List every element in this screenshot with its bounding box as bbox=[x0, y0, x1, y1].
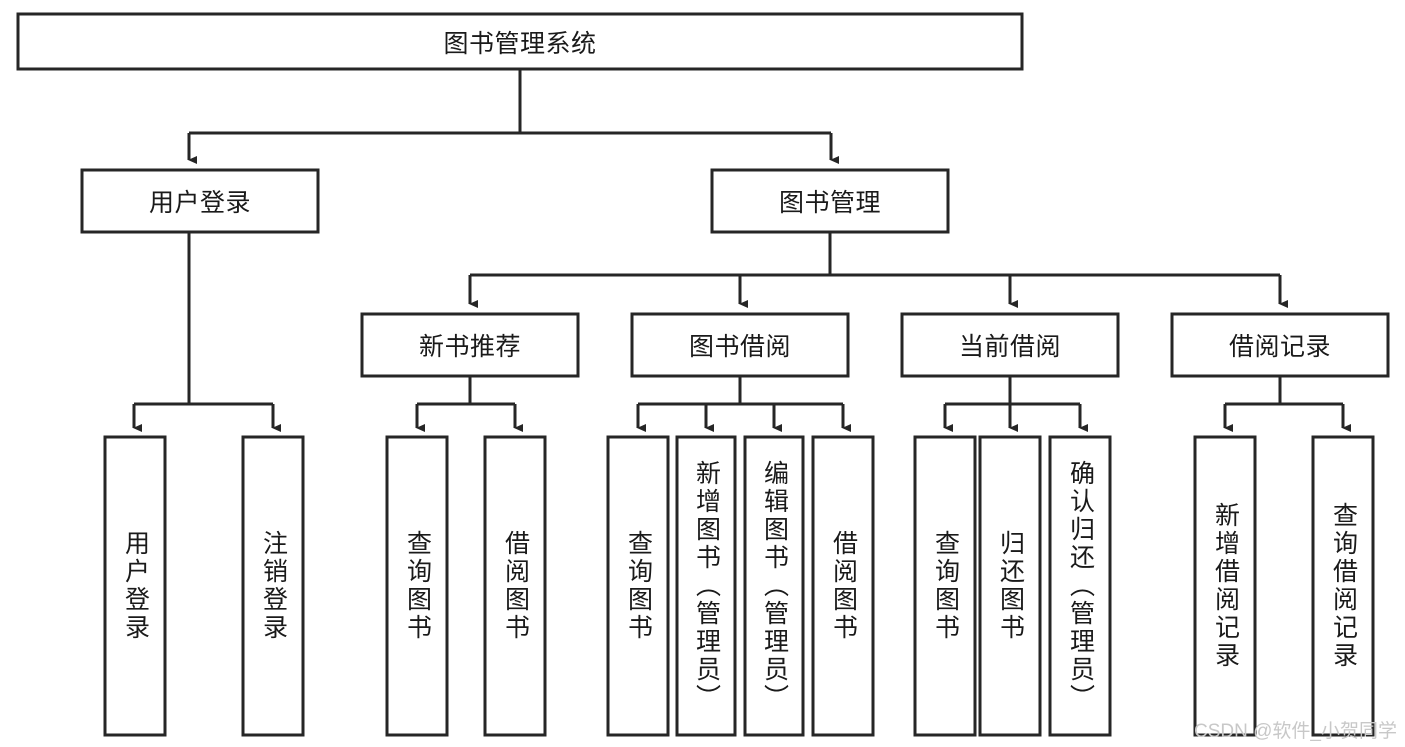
node-box-group bbox=[16, 12, 1390, 737]
connector-group bbox=[132, 69, 1351, 432]
node-box-new-book-rec[interactable] bbox=[360, 312, 580, 378]
node-box-leaf-add-record[interactable] bbox=[1193, 435, 1257, 737]
node-box-leaf-user-login[interactable] bbox=[103, 435, 167, 737]
node-box-book-borrow[interactable] bbox=[630, 312, 850, 378]
watermark-text: CSDN @软件_小贺同学 bbox=[1194, 721, 1397, 742]
node-box-current-borrow[interactable] bbox=[900, 312, 1120, 378]
node-box-leaf-query-book-current[interactable] bbox=[913, 435, 977, 737]
node-box-leaf-confirm-return[interactable] bbox=[1048, 435, 1112, 737]
node-box-leaf-add-book[interactable] bbox=[675, 435, 737, 737]
node-box-leaf-query-book-borrow[interactable] bbox=[606, 435, 670, 737]
node-box-leaf-borrow-book[interactable] bbox=[811, 435, 875, 737]
node-box-leaf-edit-book[interactable] bbox=[743, 435, 805, 737]
node-box-leaf-logout[interactable] bbox=[241, 435, 305, 737]
node-box-leaf-return-book[interactable] bbox=[978, 435, 1042, 737]
node-box-root[interactable] bbox=[16, 12, 1024, 71]
node-box-book-manage[interactable] bbox=[710, 168, 950, 234]
node-box-leaf-borrow-book-rec[interactable] bbox=[483, 435, 547, 737]
node-box-borrow-record[interactable] bbox=[1170, 312, 1390, 378]
node-box-leaf-query-record[interactable] bbox=[1311, 435, 1375, 737]
node-box-leaf-query-book-rec[interactable] bbox=[385, 435, 449, 737]
node-box-user-login[interactable] bbox=[80, 168, 320, 234]
